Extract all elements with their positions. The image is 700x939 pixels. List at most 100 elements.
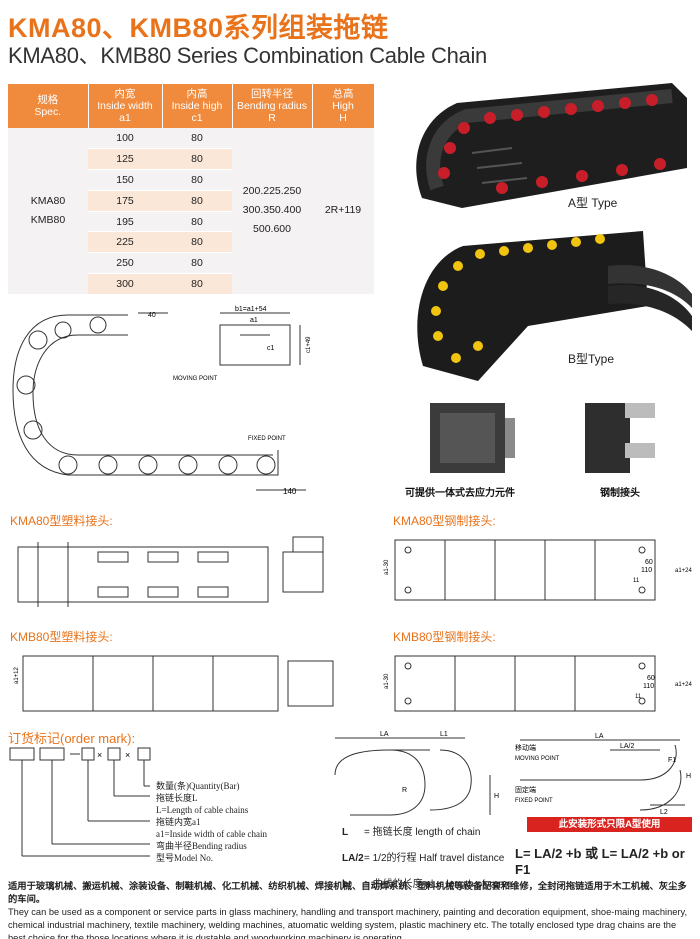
width-cell: 300 [88, 273, 162, 295]
definitions: L= 拖链长度 length of chain LA/2= 1/2的行程 Hal… [342, 820, 512, 898]
total-cell: 2R+119 [312, 128, 374, 295]
height-cell: 80 [162, 211, 232, 233]
footer-en: They can be used as a component or servi… [8, 907, 688, 939]
installation-schematic: LA L1 H R [334, 731, 499, 816]
caption-type-b: B型Type [568, 352, 615, 366]
def-b: b= 曲线的长度 plus length of curve [342, 879, 513, 890]
height-cell: 80 [162, 231, 232, 254]
kma-steel-drawing: a1-30 60 110 11 a1+24 [384, 539, 693, 601]
width-cell: 250 [88, 252, 162, 275]
schem-a-la2: LA/2 [620, 743, 635, 750]
footer-text: 适用于玻璃机械、搬运机械、涂装设备、制鞋机械、化工机械、纺织机械、焊接机械、自动… [8, 880, 692, 939]
section-kma-steel: KMA80型钢制接头: [393, 514, 496, 528]
kmb-plastic-drawing: a1+12 [14, 655, 334, 712]
schem-a-l2: L2 [660, 809, 668, 815]
dim-c1: c1 [267, 345, 275, 352]
dim-140: 140 [283, 487, 297, 496]
dim-40: 40 [148, 312, 156, 319]
dim-a112: a1+12 [14, 666, 20, 684]
caption-type-a: A型 Type [568, 196, 618, 210]
width-cell: 100 [88, 128, 162, 150]
order-mark-diagram: × × [9, 747, 151, 857]
height-cell: 80 [162, 169, 232, 191]
schem-a-fixed: FIXED POINT [515, 798, 553, 804]
width-cell: 150 [88, 169, 162, 191]
dim-110-b: 110 [643, 683, 654, 690]
schem-r: R [402, 787, 407, 794]
red-note: 此安装形式只限A型使用 [527, 817, 692, 832]
legend-width-en: a1=Inside width of cable chain [156, 829, 268, 839]
section-kmb-steel: KMB80型钢制接头: [393, 630, 496, 644]
width-cell: 125 [88, 148, 162, 171]
chain-type-b-photo [417, 231, 692, 381]
width-cell: 225 [88, 231, 162, 254]
caption-bracket: 可提供一体式去应力元件 [405, 488, 515, 499]
installation-schematic-a: LA LA/2 移动端 MOVING POINT 固定端 FIXED POINT… [515, 733, 691, 815]
fixed-point-label: FIXED POINT [248, 436, 286, 442]
width-cell: 195 [88, 211, 162, 233]
svg-text:×: × [97, 750, 102, 760]
dim-11-a: 11 [633, 578, 640, 584]
dim-a124-b: a1+24 [675, 682, 693, 688]
height-cell: 80 [162, 190, 232, 212]
length-formula: L= LA/2 +b 或 L= LA/2 +b or F1 [515, 846, 685, 877]
chain-side-drawing: 140 40 MOVING POINT FIXED POINT [12, 312, 306, 496]
schem-a-la: LA [595, 733, 604, 740]
legend-length-en: L=Length of cable chains [156, 805, 249, 815]
section-kmb-plastic: KMB80型塑料接头: [10, 630, 113, 644]
svg-text:×: × [125, 750, 130, 760]
dim-60-b: 60 [647, 675, 655, 682]
schem-a-f1: F1 [668, 757, 676, 764]
legend-model: 型号Model No. [156, 853, 213, 863]
def-la: LA/2= 1/2的行程 Half travel distance [342, 853, 505, 864]
moving-point-label: MOVING POINT [173, 376, 218, 382]
footer-cn: 适用于玻璃机械、搬运机械、涂装设备、制鞋机械、化工机械、纺织机械、焊接机械、自动… [8, 881, 687, 904]
dim-a124-a: a1+24 [675, 568, 693, 574]
page-title-en: KMA80、KMB80 Series Combination Cable Cha… [8, 43, 487, 68]
dim-110-a: 110 [641, 567, 652, 574]
dim-60-a: 60 [645, 559, 653, 566]
section-kma-plastic: KMA80型塑料接头: [10, 514, 113, 528]
legend-length-cn: 拖链长度L [156, 793, 198, 803]
dim-a130-a: a1-30 [384, 559, 390, 575]
schem-h: H [494, 793, 499, 800]
dim-b1: b1=a1+54 [235, 306, 267, 313]
schem-la: LA [380, 731, 389, 738]
height-cell: 80 [162, 252, 232, 275]
kma-plastic-drawing [17, 536, 324, 607]
cross-section-drawing: b1=a1+54 a1 c1 c1+49 [219, 306, 312, 366]
schem-a-moving: MOVING POINT [515, 756, 560, 762]
order-legend: 数量(条)Quantity(Bar) 拖链长度L L=Length of cab… [156, 780, 267, 864]
schem-l1: L1 [440, 731, 448, 738]
legend-quantity: 数量(条)Quantity(Bar) [156, 781, 240, 791]
page-title-cn: KMA80、KMB80系列组装拖链 [8, 13, 389, 43]
width-cell: 175 [88, 190, 162, 212]
bracket-photo [430, 403, 515, 473]
steel-bracket-photo [585, 403, 655, 473]
schem-a-fixed-cn: 固定端 [515, 785, 536, 794]
schem-a-moving-cn: 移动端 [515, 743, 536, 752]
dim-h: c1+49 [306, 336, 312, 353]
def-l: L= 拖链长度 length of chain [342, 827, 481, 838]
height-cell: 80 [162, 148, 232, 171]
dim-a1: a1 [250, 317, 258, 324]
dim-11-b: 11 [635, 694, 642, 700]
kmb-steel-drawing: a1-30 60 110 11 a1+24 [384, 655, 693, 712]
schem-a-h: H [686, 773, 691, 780]
height-cell: 80 [162, 273, 232, 295]
